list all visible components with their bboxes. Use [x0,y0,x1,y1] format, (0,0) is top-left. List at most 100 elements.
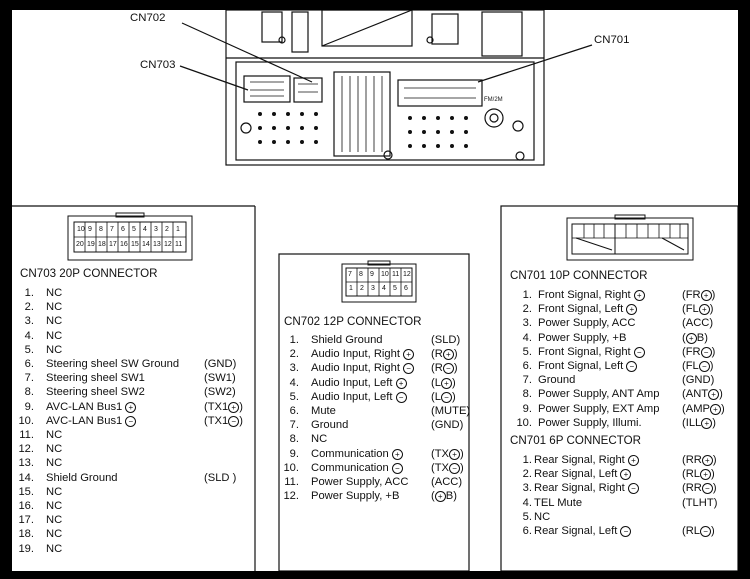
cn703-socket [243,75,291,103]
pin-abbreviation: (TLHT) [682,496,718,509]
pin-number: 3. [24,315,34,328]
pin-name-text: Rear Signal, Right [534,482,625,495]
pin-name: Audio Input, Right + [311,349,415,361]
pin-number: 5. [522,345,532,358]
minus-circle-icon: − [395,391,407,403]
pin-abbreviation-end: ) [712,416,717,429]
face-pin-number: 9 [370,271,374,278]
pin-abbreviation-text: (L [431,390,441,403]
head-unit-rear-panel [225,10,545,166]
pin-name: NC [46,429,63,441]
pin-abbreviation-end: ) [711,525,715,537]
face-pin-number: 7 [348,271,352,278]
pin-abbreviation-end: ) [711,345,716,358]
face-pin-number: 9 [88,226,92,233]
pin-name: Front Signal, Right + [538,289,645,301]
pin-abbreviation-text: (ANT [682,388,709,401]
pin-abbreviation-text: (GND) [431,419,464,432]
pin-name-text: Power Supply, ACC [311,476,409,488]
pin-name: Audio Input, Left + [311,377,407,389]
pin-abbreviation-end: ) [239,400,243,413]
pin-name: Communication + [311,447,403,460]
pin-name: Ground [311,420,348,431]
pin-number: 17. [18,514,34,527]
face-pin-number: 13 [153,241,161,248]
pin-name-text: Rear Signal, Right [534,454,625,466]
pin-abbreviation: (AMP+) [682,402,725,415]
pin-abbreviation: (TX+) [431,447,464,460]
pin-number: 6. [24,358,34,370]
pin-abbreviation: (SLD) [431,334,460,346]
cn702-callout-label: CN702 [130,12,166,24]
pin-name: Front Signal, Left − [538,360,638,372]
pin-abbreviation: (FL−) [682,360,714,372]
pin-abbreviation-text: ( [431,490,435,503]
pin-name: Communication − [311,461,403,474]
pin-name-text: Power Supply, ACC [538,317,636,330]
pin-name-text: Front Signal, Left [538,303,624,316]
pin-abbreviation-text: (SW1) [204,372,236,385]
pin-abbreviation-text: (RL [682,468,701,481]
pin-name-text: Communication [311,461,389,474]
pin-number: 12. [283,490,299,503]
pin-name-text: Power Supply, Illumi. [538,416,642,429]
pin-number: 3. [289,362,299,375]
pin-abbreviation: (GND) [431,420,463,431]
plus-circle-icon: + [700,290,712,301]
plus-circle-icon: + [709,403,721,415]
pin-number: 2. [522,303,532,316]
pin-abbreviation-text: (TX [431,447,450,460]
pin-abbreviation: (ACC) [682,318,713,329]
pin-abbreviation-end: ) [709,303,714,316]
face-pin-number: 7 [110,226,114,233]
face-pin-number: 3 [371,285,375,292]
pin-number: 6. [522,360,532,372]
pin-number: 5. [289,390,299,403]
pin-abbreviation: (SW1) [204,373,236,384]
cn703-callout-label: CN703 [140,59,176,71]
pin-abbreviation-text: (GND) [204,358,237,370]
pin-number: 9. [24,400,34,413]
cn702-socket [293,77,323,103]
pin-abbreviation-text: (TX1 [204,414,229,427]
pin-name-text: AVC-LAN Bus1 [46,414,123,427]
pin-name: NC [534,511,550,523]
face-pin-number: 5 [393,285,397,292]
minus-circle-icon: − [627,483,639,495]
pin-name-text: Steering sheel SW Ground [46,358,180,370]
pin-number: 2. [522,468,532,481]
pin-name-text: NC [46,485,63,498]
minus-circle-icon: − [700,526,712,537]
pin-abbreviation: (MUTE) [431,405,470,417]
pin-name: Ground [538,375,575,386]
minus-circle-icon: − [391,462,403,474]
pin-name-text: NC [46,429,63,441]
pin-abbreviation-end: ) [709,360,714,372]
plus-circle-icon: + [701,417,713,429]
plus-circle-icon: + [627,455,639,466]
pin-abbreviation-end: ) [712,454,717,466]
pin-name: TEL Mute [534,497,582,509]
pin-abbreviation: (L+) [431,377,456,389]
pin-name: Audio Input, Right − [311,363,415,375]
pin-abbreviation-end: ) [720,402,725,415]
face-pin-number: 6 [121,226,125,233]
pin-number: 16. [18,500,34,512]
pin-number: 10. [283,461,299,474]
pin-name: Rear Signal, Left + [534,469,632,481]
face-pin-number: 14 [142,241,150,248]
pin-abbreviation-text: (TLHT) [682,496,718,509]
face-pin-number: 19 [87,241,95,248]
pin-name-text: Steering sheel SW1 [46,372,145,385]
antenna-jack [484,108,504,128]
pin-name-text: Power Supply, +B [538,331,627,344]
pin-name: NC [46,287,62,299]
face-pin-number: 8 [359,271,363,278]
pin-name-text: Communication [311,447,389,460]
minus-circle-icon: − [701,483,713,495]
pin-number: 14. [18,471,34,484]
pin-name: AVC-LAN Bus1 − [46,414,137,427]
pin-name-text: NC [46,542,63,555]
plus-circle-icon: + [620,469,632,481]
pin-number: 1. [522,289,532,301]
